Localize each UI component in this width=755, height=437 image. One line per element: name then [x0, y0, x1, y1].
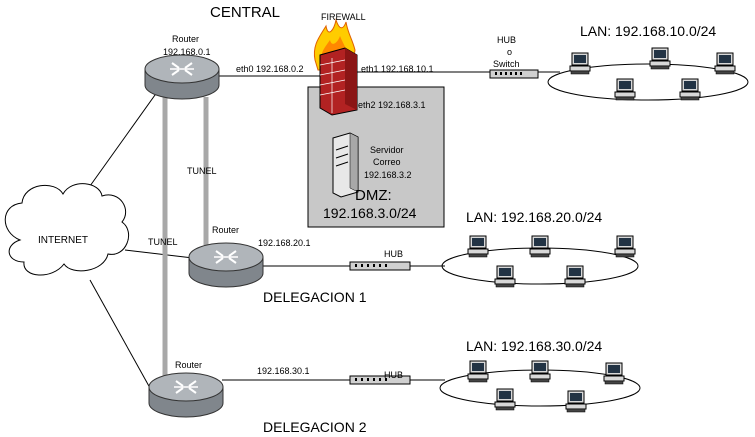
- pc-icon[interactable]: [564, 265, 586, 288]
- hub-central-line1: HUB: [497, 35, 516, 45]
- lan-central-label: LAN: 192.168.10.0/24: [580, 23, 716, 39]
- lan-del1-pcs: [467, 235, 636, 288]
- pc-icon[interactable]: [494, 388, 516, 411]
- hub-del2-label: HUB: [384, 370, 403, 380]
- firewall-icon[interactable]: [313, 18, 358, 116]
- server-line1: Servidor: [370, 145, 404, 155]
- router-del2-label: Router: [175, 360, 202, 370]
- dmz-line1: DMZ:: [355, 187, 392, 204]
- router-central-label: Router: [172, 34, 199, 44]
- mail-server-icon[interactable]: [332, 132, 359, 198]
- eth2-label: eth2 192.168.3.1: [358, 100, 426, 110]
- hub-del1-icon[interactable]: [349, 261, 411, 271]
- pc-icon[interactable]: [614, 78, 636, 101]
- pc-icon[interactable]: [494, 265, 516, 288]
- pc-icon[interactable]: [614, 235, 636, 258]
- hub-central-line3: Switch: [493, 59, 520, 69]
- central-title: CENTRAL: [210, 4, 280, 21]
- server-line2: Correo: [373, 157, 401, 167]
- router-central-icon[interactable]: [144, 54, 220, 100]
- internet-cloud: INTERNET: [4, 183, 129, 276]
- router-del1-label: Router: [212, 225, 239, 235]
- eth0-label: eth0 192.168.0.2: [236, 64, 304, 74]
- lan-central-pcs: [569, 47, 736, 101]
- router-central-ip: 192.168.0.1: [163, 47, 211, 57]
- pc-icon[interactable]: [565, 390, 587, 413]
- tunnel-label-1: TUNEL: [187, 166, 217, 176]
- router-del2-icon[interactable]: [148, 372, 224, 418]
- hub-central-icon[interactable]: [489, 69, 539, 79]
- tunnel-label-2: TUNEL: [148, 237, 178, 247]
- router-del2-ip: 192.168.30.1: [257, 366, 310, 376]
- pc-icon[interactable]: [679, 78, 701, 101]
- pc-icon[interactable]: [603, 362, 625, 385]
- hub-del1-label: HUB: [384, 249, 403, 259]
- pc-icon[interactable]: [714, 52, 736, 75]
- pc-icon[interactable]: [529, 235, 551, 258]
- tunnels: [162, 97, 209, 383]
- eth1-label: eth1 192.168.10.1: [361, 64, 434, 74]
- hub-del2-icon[interactable]: [349, 375, 411, 385]
- pc-icon[interactable]: [649, 47, 671, 70]
- router-del1-icon[interactable]: [188, 242, 264, 288]
- pc-icon[interactable]: [467, 360, 489, 383]
- lan-del2-label: LAN: 192.168.30.0/24: [466, 338, 602, 354]
- hub-central-line2: o: [507, 47, 512, 57]
- delegacion-1-label: DELEGACION 1: [263, 289, 367, 305]
- router-del1-ip: 192.168.20.1: [258, 238, 311, 248]
- pc-icon[interactable]: [467, 235, 489, 258]
- internet-label: INTERNET: [38, 235, 88, 246]
- firewall-label: FIREWALL: [321, 12, 366, 22]
- delegacion-2-label: DELEGACION 2: [263, 419, 367, 435]
- lan-del2-pcs: [467, 360, 625, 413]
- pc-icon[interactable]: [529, 360, 551, 383]
- lan-del1-label: LAN: 192.168.20.0/24: [466, 209, 602, 225]
- server-ip: 192.168.3.2: [364, 170, 412, 180]
- pc-icon[interactable]: [569, 52, 591, 75]
- dmz-line2: 192.168.3.0/24: [323, 205, 417, 221]
